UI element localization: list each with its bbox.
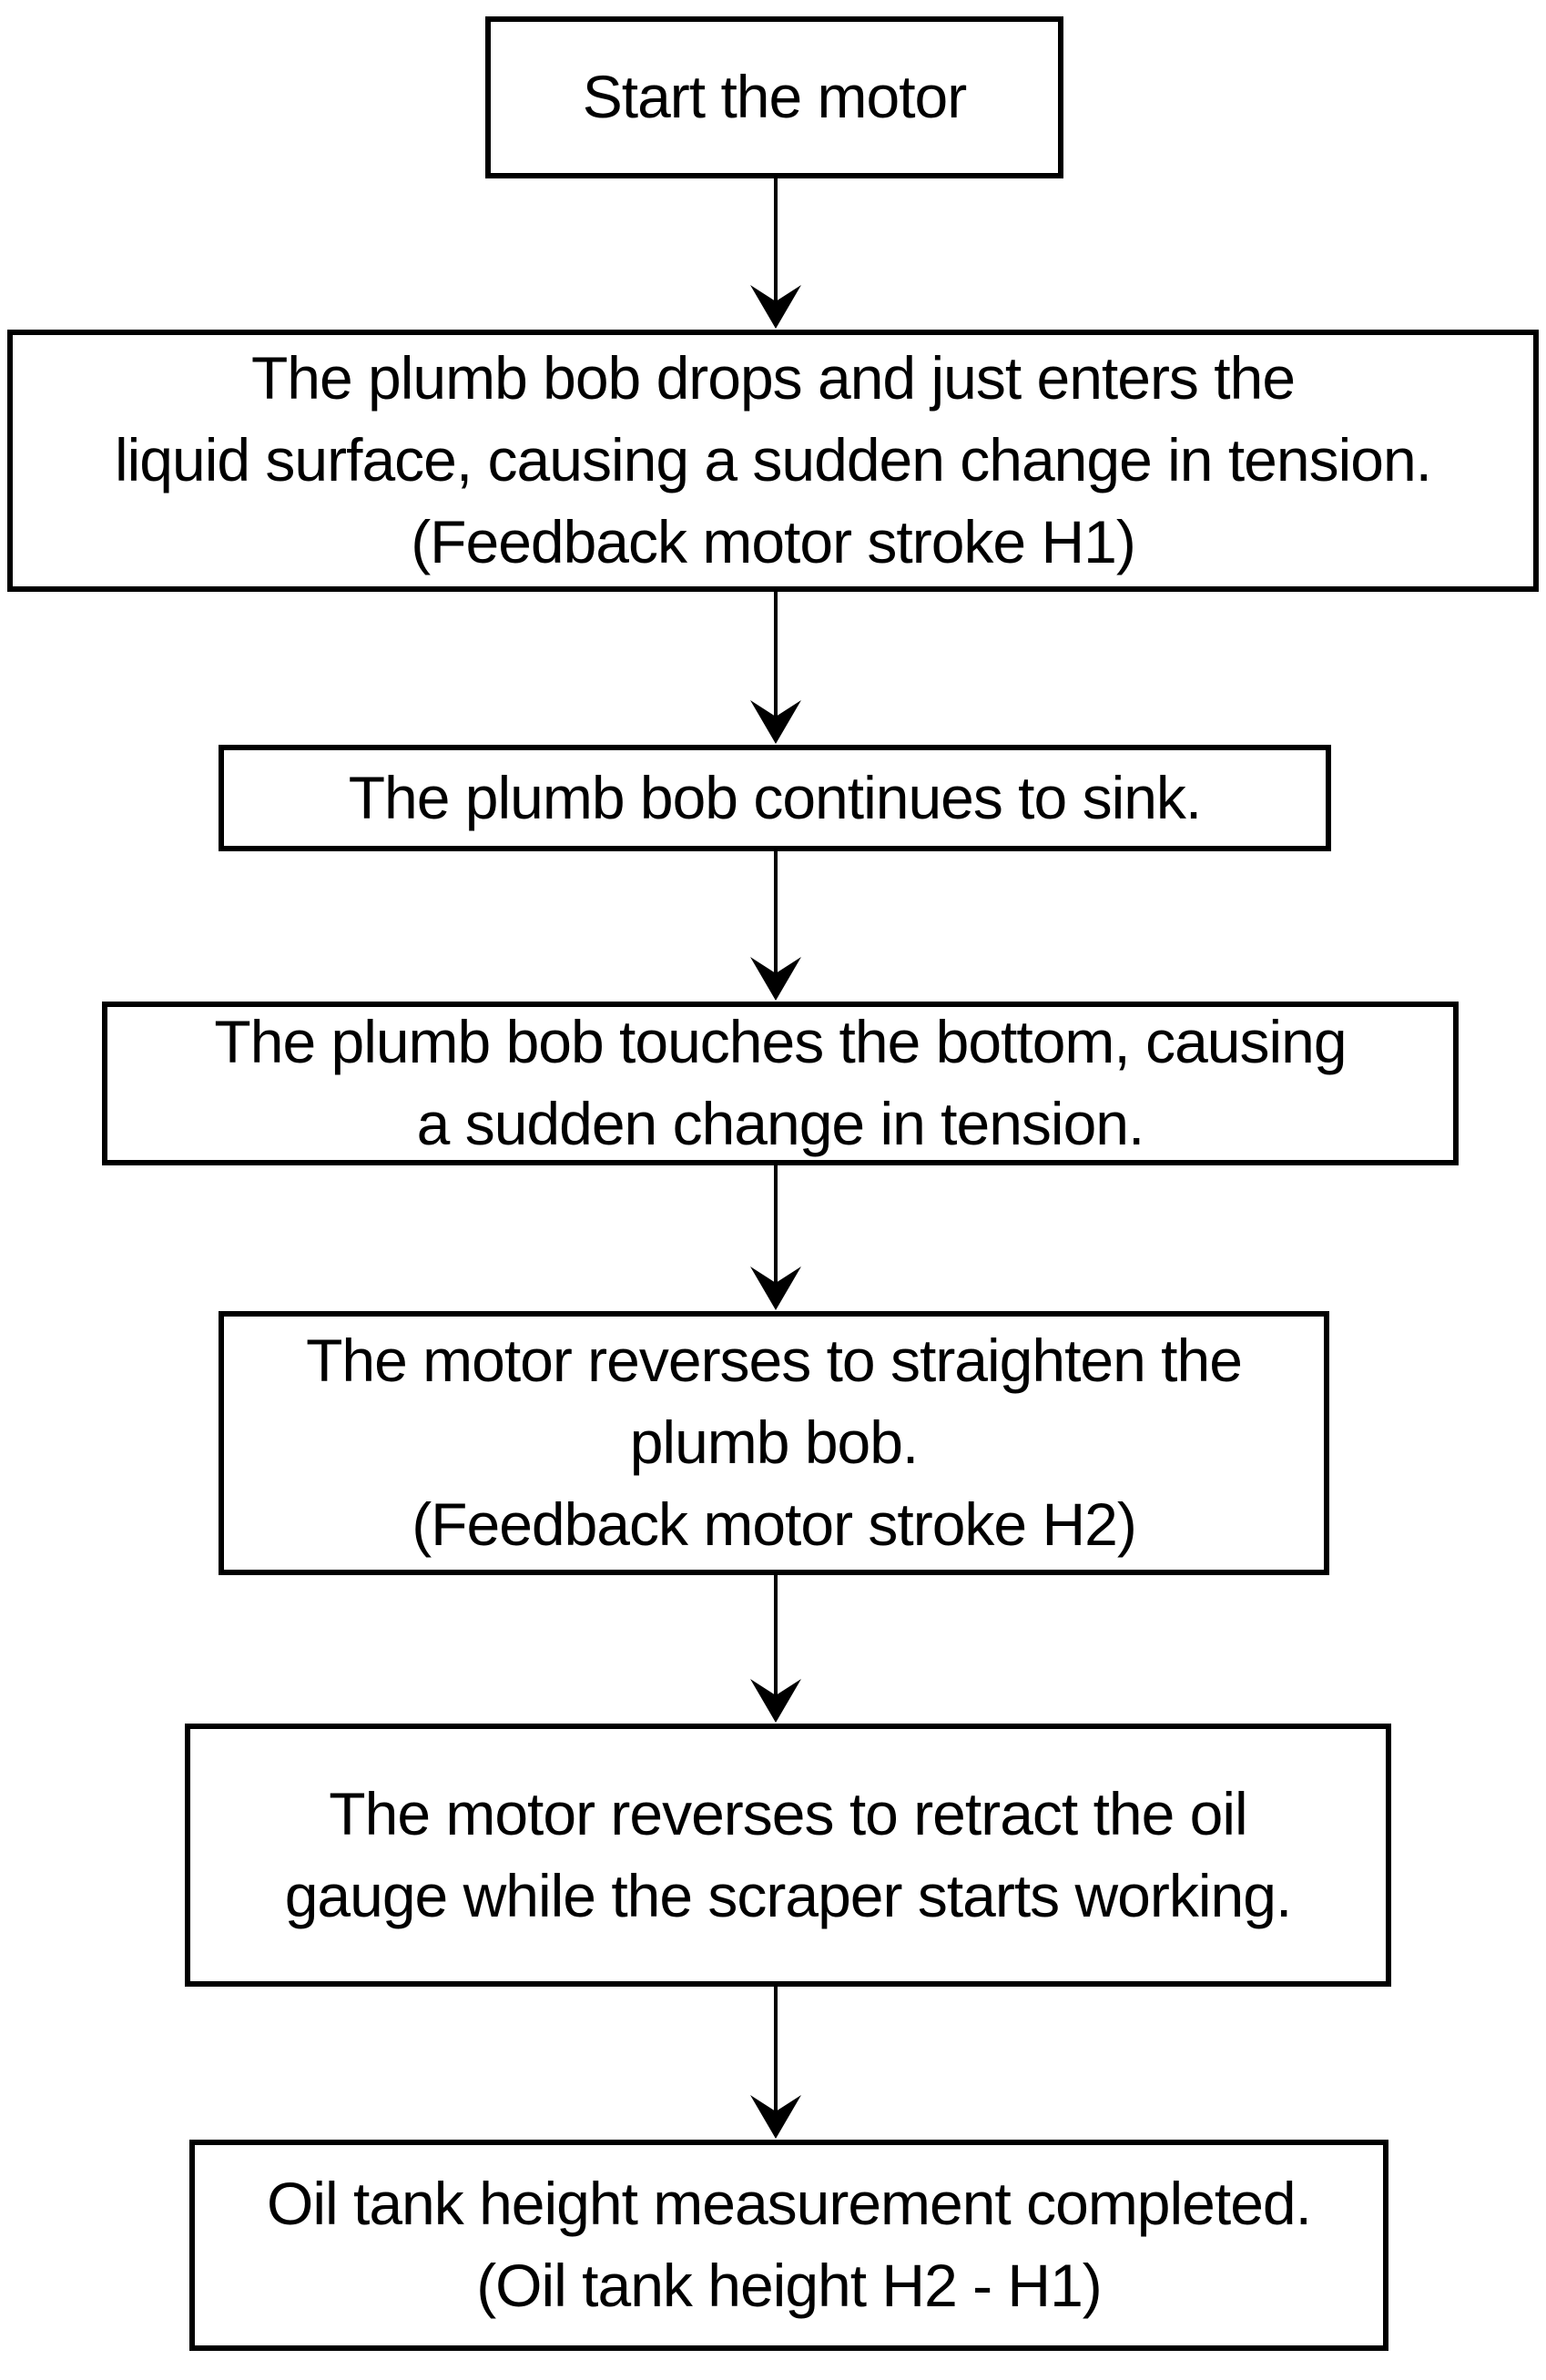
arrow-shaft xyxy=(774,178,778,302)
flow-node-motor-straightens-bob: The motor reverses to straighten the plu… xyxy=(219,1311,1329,1575)
arrowhead-down-icon xyxy=(750,700,801,744)
flow-node-bob-touches-bottom: The plumb bob touches the bottom, causin… xyxy=(102,1002,1459,1165)
arrowhead-down-icon xyxy=(750,1266,801,1310)
arrowhead-down-icon xyxy=(750,957,801,1001)
flow-node-motor-retracts-gauge: The motor reverses to retract the oil ga… xyxy=(185,1724,1391,1987)
flow-node-bob-enters-liquid: The plumb bob drops and just enters the … xyxy=(7,330,1539,592)
flow-node-motor-retracts-gauge-label: The motor reverses to retract the oil ga… xyxy=(284,1779,1293,1929)
flow-node-measurement-complete: Oil tank height measurement completed. (… xyxy=(189,2140,1388,2351)
flow-arrow-2 xyxy=(744,592,808,745)
flow-node-start-label: Start the motor xyxy=(582,63,968,131)
flow-arrow-4 xyxy=(744,1165,808,1311)
flow-arrow-1 xyxy=(744,178,808,330)
flow-node-bob-continues-sinking: The plumb bob continues to sink. xyxy=(219,745,1331,851)
arrow-shaft xyxy=(774,1575,778,1696)
flow-arrow-3 xyxy=(744,851,808,1002)
arrow-shaft xyxy=(774,1987,778,2112)
arrow-shaft xyxy=(774,851,778,974)
flow-arrow-5 xyxy=(744,1575,808,1724)
flow-node-measurement-complete-label: Oil tank height measurement completed. (… xyxy=(267,2170,1312,2319)
flow-node-bob-enters-liquid-label: The plumb bob drops and just enters the … xyxy=(114,344,1432,575)
flow-node-motor-straightens-bob-label: The motor reverses to straighten the plu… xyxy=(306,1327,1243,1558)
flow-node-bob-continues-sinking-label: The plumb bob continues to sink. xyxy=(348,763,1203,831)
arrow-shaft xyxy=(774,1165,778,1284)
arrowhead-down-icon xyxy=(750,2095,801,2139)
arrowhead-down-icon xyxy=(750,285,801,329)
flow-node-start: Start the motor xyxy=(485,16,1063,178)
arrowhead-down-icon xyxy=(750,1679,801,1723)
flow-node-bob-touches-bottom-label: The plumb bob touches the bottom, causin… xyxy=(214,1008,1347,1157)
arrow-shaft xyxy=(774,592,778,717)
flow-arrow-6 xyxy=(744,1987,808,2140)
